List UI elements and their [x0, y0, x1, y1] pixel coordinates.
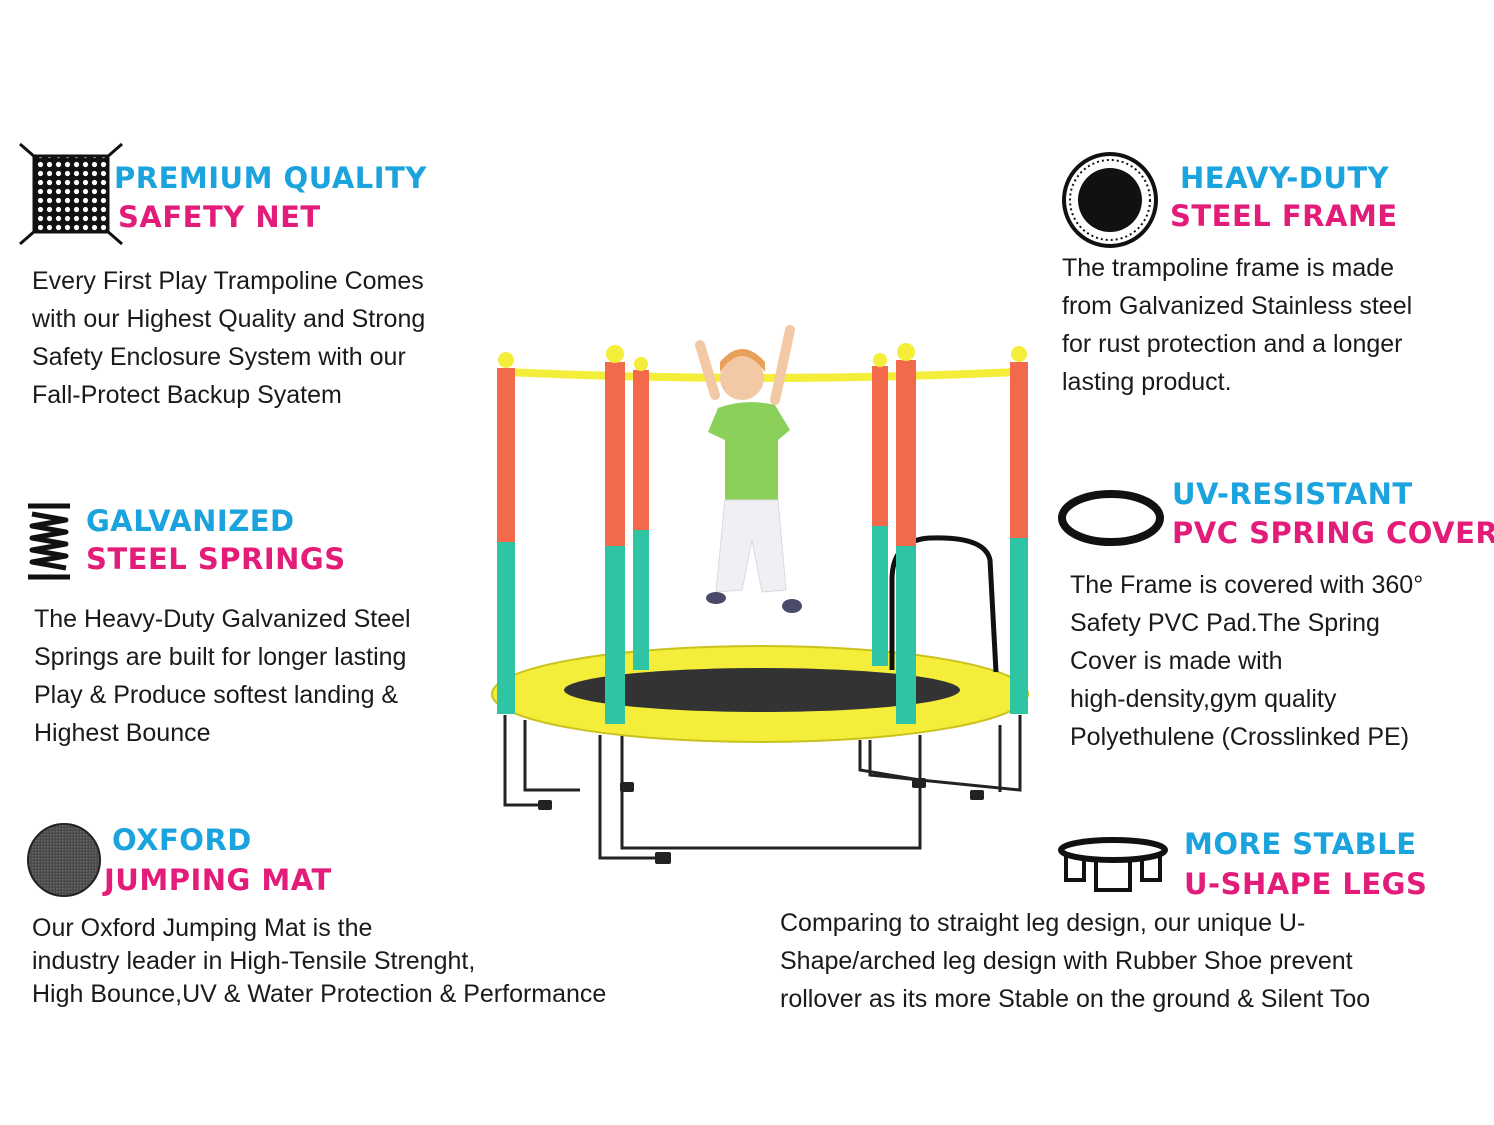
legs-title-line1: MORE STABLE	[1184, 827, 1417, 861]
desc-line: Cover is made with	[1070, 647, 1283, 675]
desc-line: Comparing to straight leg design, our un…	[780, 909, 1306, 937]
desc-line: The Frame is covered with 360°	[1070, 571, 1424, 599]
legs-title-line2: U-SHAPE LEGS	[1184, 867, 1428, 901]
desc-line: lasting product.	[1062, 368, 1232, 396]
desc-line: Springs are built for longer lasting	[34, 643, 407, 671]
legs-description: Comparing to straight leg design, our un…	[780, 904, 1370, 1018]
frame-ring-icon	[1060, 150, 1160, 250]
desc-line: High Bounce,UV & Water Protection & Perf…	[32, 980, 607, 1008]
net-icon	[18, 142, 124, 246]
jumping-mat-title-line2: JUMPING MAT	[104, 863, 332, 897]
desc-line: The Heavy-Duty Galvanized Steel	[34, 605, 411, 633]
desc-line: industry leader in High-Tensile Strenght…	[32, 947, 476, 975]
steel-frame-title-line1: HEAVY-DUTY	[1180, 161, 1390, 195]
steel-frame-title-line2: STEEL FRAME	[1170, 199, 1398, 233]
trampoline-illustration	[480, 300, 1040, 880]
desc-line: high-density,gym quality	[1070, 685, 1337, 713]
desc-line: Play & Produce softest landing &	[34, 681, 399, 709]
desc-line: Every First Play Trampoline Comes	[32, 267, 424, 295]
desc-line: rollover as its more Stable on the groun…	[780, 985, 1371, 1013]
spring-cover-description: The Frame is covered with 360° Safety PV…	[1070, 566, 1423, 756]
jumping-mat-description: Our Oxford Jumping Mat is the industry l…	[32, 912, 606, 1011]
desc-line: Safety Enclosure System with our	[32, 343, 406, 371]
desc-line: Safety PVC Pad.The Spring	[1070, 609, 1380, 637]
safety-net-title-line2: SAFETY NET	[118, 200, 321, 234]
mat-disc-icon	[26, 822, 102, 898]
desc-line: Highest Bounce	[34, 719, 211, 747]
cover-ring-icon	[1056, 488, 1166, 548]
desc-line: The trampoline frame is made	[1062, 254, 1395, 282]
desc-line: for rust protection and a longer	[1062, 330, 1403, 358]
desc-line: from Galvanized Stainless steel	[1062, 292, 1413, 320]
springs-title-line2: STEEL SPRINGS	[86, 542, 346, 576]
spring-cover-title-line2: PVC SPRING COVER	[1172, 516, 1494, 550]
jumping-mat-title-line1: OXFORD	[112, 823, 252, 857]
spring-cover-title-line1: UV-RESISTANT	[1172, 477, 1413, 511]
safety-net-description: Every First Play Trampoline Comes with o…	[32, 262, 425, 414]
springs-description: The Heavy-Duty Galvanized Steel Springs …	[34, 600, 411, 752]
desc-line: Polyethulene (Crosslinked PE)	[1070, 723, 1410, 751]
safety-net-title-line1: PREMIUM QUALITY	[114, 161, 427, 195]
desc-line: Shape/arched leg design with Rubber Shoe…	[780, 947, 1353, 975]
legs-icon	[1056, 836, 1170, 896]
desc-line: with our Highest Quality and Strong	[32, 305, 426, 333]
desc-line: Fall-Protect Backup Syatem	[32, 381, 342, 409]
steel-frame-description: The trampoline frame is made from Galvan…	[1062, 249, 1412, 401]
spring-icon	[24, 502, 74, 582]
springs-title-line1: GALVANIZED	[86, 504, 295, 538]
desc-line: Our Oxford Jumping Mat is the	[32, 914, 373, 942]
